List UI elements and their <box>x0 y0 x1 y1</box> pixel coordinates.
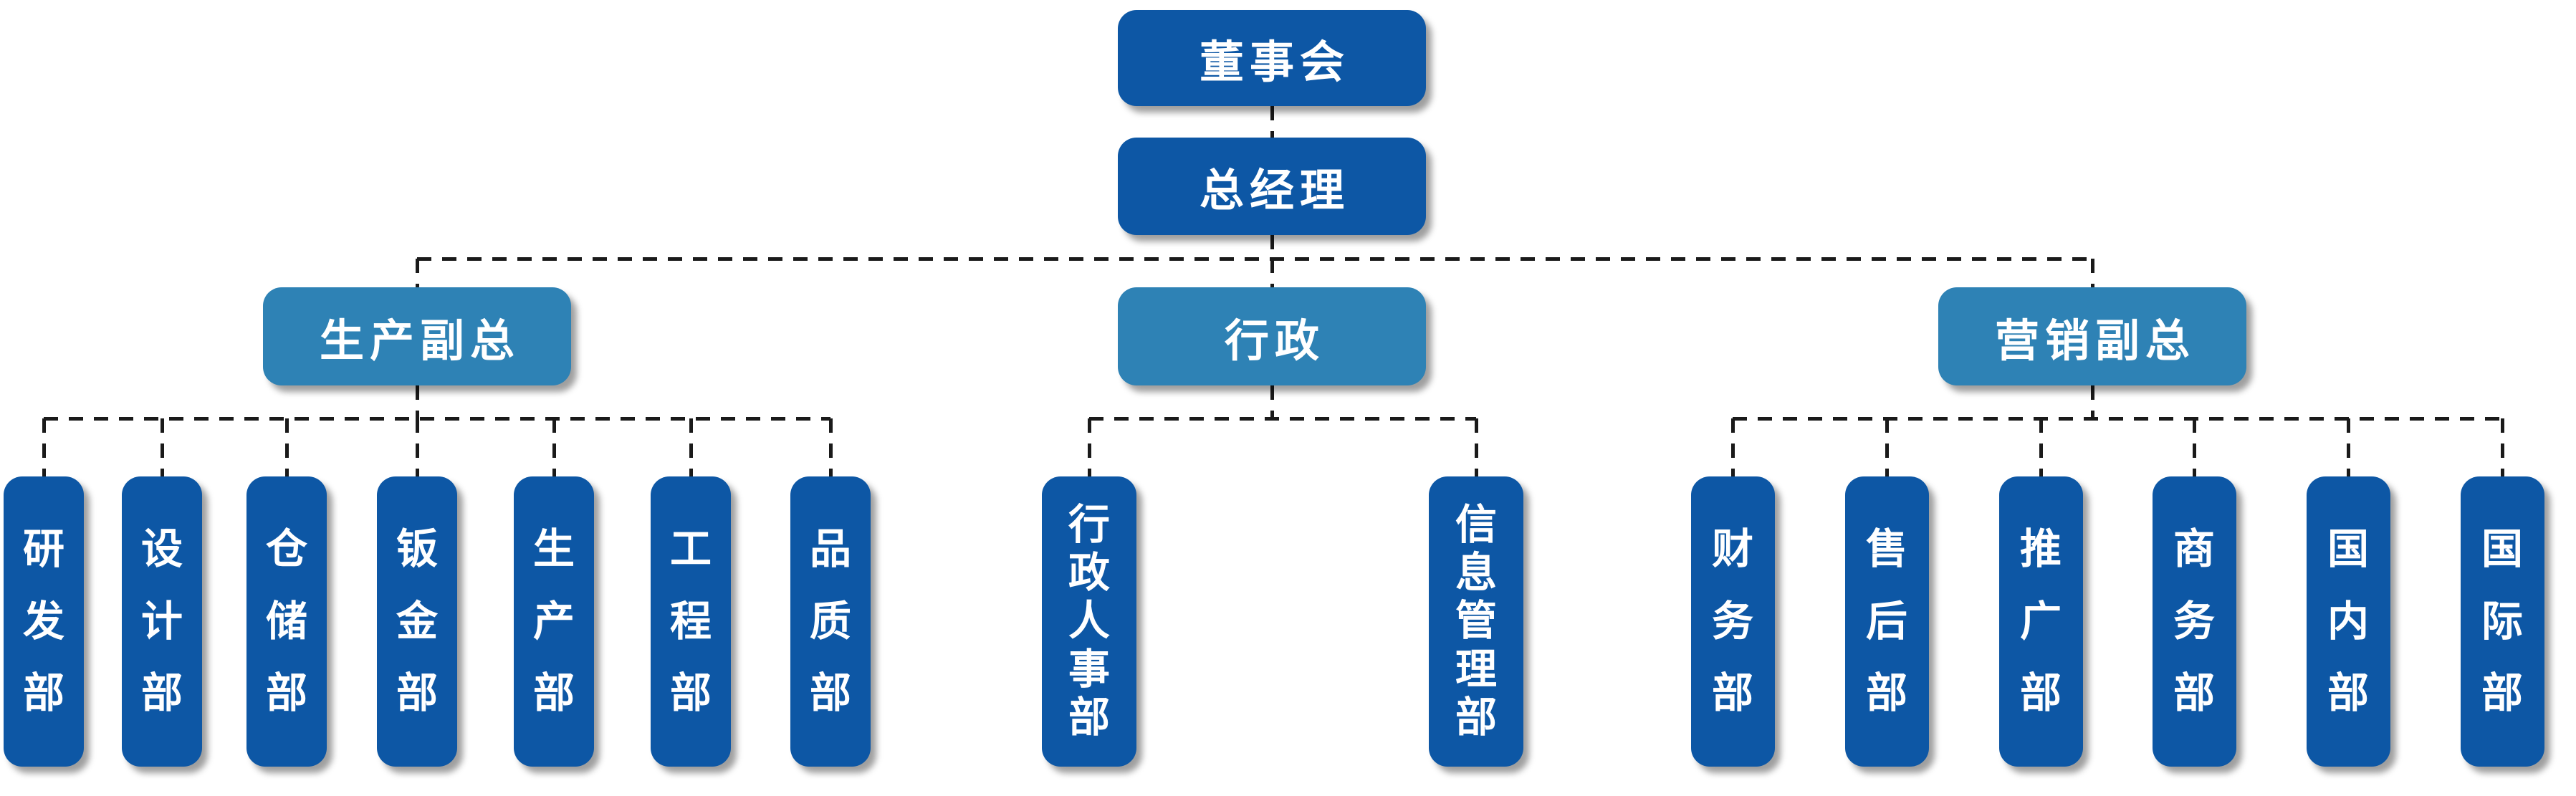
connector-line <box>1270 235 1274 259</box>
char-glyph: 部 <box>2019 670 2062 717</box>
connector-line <box>284 418 289 476</box>
connector-line <box>1270 385 1274 418</box>
char-glyph: 部 <box>669 670 712 717</box>
char-glyph: 部 <box>140 670 183 717</box>
connector-line <box>2039 418 2043 476</box>
char-glyph: 部 <box>1865 670 1907 717</box>
node-dept: 品质部 <box>790 476 871 767</box>
node-dept: 国内部 <box>2306 476 2390 767</box>
connector-line <box>1474 418 1478 476</box>
char-glyph: 程 <box>669 598 712 645</box>
char-glyph: 质 <box>809 598 851 645</box>
char-glyph: 际 <box>2481 598 2523 645</box>
node-dept: 钣金部 <box>377 476 457 767</box>
connector-line <box>552 418 556 476</box>
node-dept: 信息管理部 <box>1429 476 1523 767</box>
char-glyph: 行 <box>1068 502 1110 549</box>
node-dept: 设计部 <box>122 476 202 767</box>
char-glyph: 理 <box>1455 646 1497 693</box>
connector-line <box>2090 385 2094 418</box>
char-glyph: 事 <box>1068 646 1110 693</box>
char-glyph: 后 <box>1865 598 1907 645</box>
char-glyph: 财 <box>1711 525 1753 572</box>
char-glyph: 商 <box>2173 525 2215 572</box>
connector-line <box>2346 418 2350 476</box>
char-glyph: 息 <box>1455 550 1497 597</box>
char-glyph: 研 <box>22 525 64 572</box>
connector-line <box>828 418 833 476</box>
char-glyph: 计 <box>140 598 183 645</box>
char-glyph: 售 <box>1865 525 1907 572</box>
char-glyph: 部 <box>22 670 64 717</box>
connector-line <box>160 418 164 476</box>
char-glyph: 广 <box>2019 598 2062 645</box>
char-glyph: 部 <box>1068 694 1110 741</box>
node-dept: 工程部 <box>651 476 731 767</box>
node-general-manager: 总经理 <box>1118 138 1426 235</box>
connector-line <box>1730 418 1735 476</box>
char-glyph: 政 <box>1068 550 1110 597</box>
char-glyph: 内 <box>2327 598 2369 645</box>
char-glyph: 部 <box>396 670 438 717</box>
char-glyph: 部 <box>2327 670 2369 717</box>
connector-line <box>689 418 693 476</box>
char-glyph: 务 <box>1711 598 1753 645</box>
char-glyph: 人 <box>1068 598 1110 645</box>
connector-line <box>42 418 46 476</box>
char-glyph: 国 <box>2327 525 2369 572</box>
node-dept: 研发部 <box>4 476 84 767</box>
node-production-vp: 生产副总 <box>263 287 571 385</box>
node-dept: 仓储部 <box>246 476 327 767</box>
node-dept: 商务部 <box>2152 476 2236 767</box>
node-dept: 财务部 <box>1690 476 1775 767</box>
node-dept: 行政人事部 <box>1042 476 1136 767</box>
connector-line <box>2090 259 2094 287</box>
connector-line <box>2192 418 2196 476</box>
char-glyph: 部 <box>265 670 307 717</box>
char-glyph: 钣 <box>396 525 438 572</box>
char-glyph: 部 <box>2481 670 2523 717</box>
connector-line <box>1270 106 1274 138</box>
node-dept: 推广部 <box>1998 476 2083 767</box>
connector-line <box>1270 259 1274 287</box>
connector-line <box>44 416 830 421</box>
char-glyph: 务 <box>2173 598 2215 645</box>
char-glyph: 储 <box>265 598 307 645</box>
char-glyph: 部 <box>532 670 575 717</box>
connector-line <box>417 256 2092 261</box>
connector-line <box>1089 416 1476 421</box>
char-glyph: 信 <box>1455 502 1497 549</box>
char-glyph: 国 <box>2481 525 2523 572</box>
char-glyph: 发 <box>22 598 64 645</box>
node-marketing-vp: 营销副总 <box>1938 287 2246 385</box>
char-glyph: 生 <box>532 525 575 572</box>
node-board: 董事会 <box>1118 10 1426 106</box>
connector-line <box>1733 416 2502 421</box>
connector-line <box>2500 418 2504 476</box>
char-glyph: 部 <box>809 670 851 717</box>
node-admin: 行政 <box>1118 287 1426 385</box>
char-glyph: 仓 <box>265 525 307 572</box>
connector-line <box>1087 418 1091 476</box>
char-glyph: 产 <box>532 598 575 645</box>
char-glyph: 部 <box>2173 670 2215 717</box>
char-glyph: 品 <box>809 525 851 572</box>
node-dept: 售后部 <box>1844 476 1929 767</box>
node-dept: 生产部 <box>514 476 594 767</box>
char-glyph: 管 <box>1455 598 1497 645</box>
char-glyph: 设 <box>140 525 183 572</box>
connector-line <box>415 259 419 287</box>
node-dept: 国际部 <box>2460 476 2544 767</box>
char-glyph: 部 <box>1455 694 1497 741</box>
connector-line <box>415 418 419 476</box>
char-glyph: 工 <box>669 525 712 572</box>
char-glyph: 部 <box>1711 670 1753 717</box>
char-glyph: 金 <box>396 598 438 645</box>
connector-line <box>415 385 419 418</box>
char-glyph: 推 <box>2019 525 2062 572</box>
connector-line <box>1885 418 1889 476</box>
